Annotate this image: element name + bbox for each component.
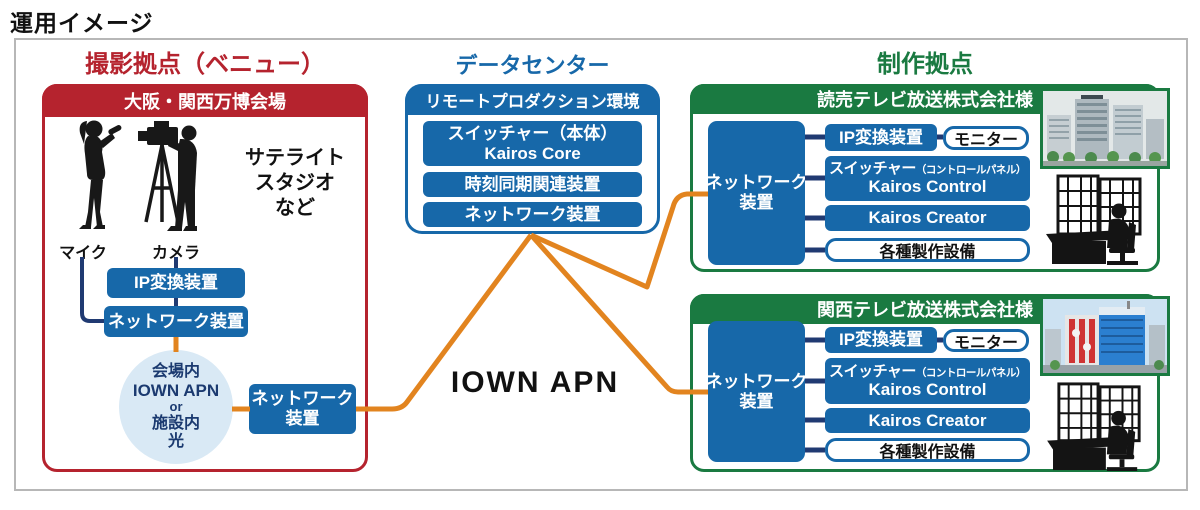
kansai-building-photo <box>1040 296 1170 376</box>
venue-ip-converter-box: IP変換装置 <box>107 268 245 298</box>
camera-label: カメラ <box>151 245 200 262</box>
site1-network-device-box: ネットワーク 装置 <box>706 121 808 265</box>
venue-network-device-box: ネットワーク装置 <box>104 306 248 337</box>
venue-box-header: 大阪・関西万博会場 <box>42 84 368 117</box>
site1-monitor-box: モニター <box>943 126 1029 150</box>
site1-switcher-box: スイッチャー（コントロールパネル） Kairos Control <box>825 156 1030 201</box>
site1-equipment-box: 各種製作設備 <box>825 238 1030 262</box>
venue-network-device2-box: ネットワーク 装置 <box>249 384 356 434</box>
site2-ip-converter-box: IP変換装置 <box>825 327 937 353</box>
datacenter-heading: データセンター <box>455 53 610 78</box>
dc-time-sync-box: 時刻同期関連装置 <box>423 172 642 197</box>
datacenter-box-header: リモートプロダクション環境 <box>405 84 660 115</box>
reporter-with-mic-silhouette <box>79 120 122 229</box>
site2-equipment-box: 各種製作設備 <box>825 438 1030 462</box>
site1-creator-box: Kairos Creator <box>825 205 1030 231</box>
production-heading: 制作拠点 <box>877 51 973 78</box>
site2-creator-box: Kairos Creator <box>825 408 1030 433</box>
venue-apn-circle: 会場内 IOWN APN or 施設内 光 <box>119 350 233 464</box>
site1-ip-converter-box: IP変換装置 <box>825 124 937 151</box>
dc-switcher-box: スイッチャー（本体） Kairos Core <box>423 121 642 166</box>
iown-apn-label: IOWN APN <box>450 366 620 399</box>
page-title: 運用イメージ <box>10 10 154 36</box>
site2-switcher-box: スイッチャー（コントロールパネル） Kairos Control <box>825 358 1030 404</box>
venue-heading: 撮影拠点（ベニュー） <box>85 51 325 78</box>
mic-label: マイク <box>59 245 107 262</box>
dc-network-device-box: ネットワーク装置 <box>423 202 642 227</box>
yomiuri-building-photo <box>1040 88 1170 169</box>
site2-control-room-silhouette <box>1047 382 1141 472</box>
site2-network-device-box: ネットワーク 装置 <box>706 321 808 462</box>
site2-monitor-box: モニター <box>943 329 1029 352</box>
studio-note: サテライト スタジオ など <box>245 147 345 219</box>
site1-control-room-silhouette <box>1046 174 1142 265</box>
camera-operator-silhouette <box>138 121 197 231</box>
